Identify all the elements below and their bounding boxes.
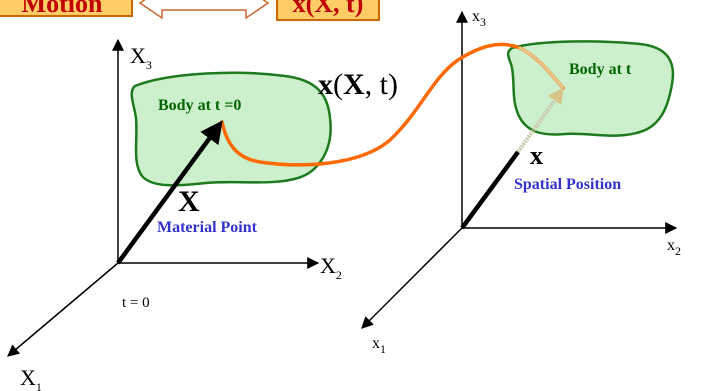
motion-path-inside-body bbox=[518, 46, 565, 90]
spatial-position-symbol: x bbox=[530, 141, 543, 170]
reference-body: Body at t =0 bbox=[130, 71, 332, 187]
spatial-axis-3-label: x3 bbox=[472, 8, 486, 29]
reference-body-label: Body at t =0 bbox=[158, 97, 241, 114]
ref-axis-2-label: X2 bbox=[320, 253, 342, 282]
material-point-caption: Material Point bbox=[157, 219, 258, 236]
current-body: Body at t bbox=[506, 40, 675, 137]
header-mapping-box: x(X, t) bbox=[276, 0, 380, 21]
spatial-position-caption: Spatial Position bbox=[514, 176, 621, 193]
header-motion-box: Motion bbox=[0, 0, 133, 18]
spatial-axis-1 bbox=[361, 227, 463, 329]
ref-axis-1-label: X1 bbox=[20, 365, 42, 391]
header-mapping-label: x(X, t) bbox=[293, 0, 364, 18]
double-arrow-icon bbox=[138, 0, 270, 20]
current-body-label: Body at t bbox=[569, 61, 632, 78]
material-point-symbol: X bbox=[178, 185, 200, 218]
ref-axis-1 bbox=[7, 262, 119, 357]
spatial-axis-1-label: x1 bbox=[372, 335, 386, 356]
ref-axis-3-label: X3 bbox=[130, 43, 152, 72]
spatial-frame: x3 x2 x1 bbox=[361, 8, 681, 356]
material-position-vector bbox=[116, 120, 223, 265]
spatial-position-vector-tip bbox=[516, 87, 564, 154]
motion-mapping-label: x(X, t) bbox=[318, 68, 398, 101]
reference-frame: X3 X2 X1 t = 0 bbox=[7, 38, 342, 391]
header-motion-label: Motion bbox=[22, 0, 103, 18]
spatial-position-vector bbox=[460, 150, 520, 230]
spatial-axis-2-label: x2 bbox=[667, 237, 681, 258]
time-label: t = 0 bbox=[122, 295, 150, 311]
